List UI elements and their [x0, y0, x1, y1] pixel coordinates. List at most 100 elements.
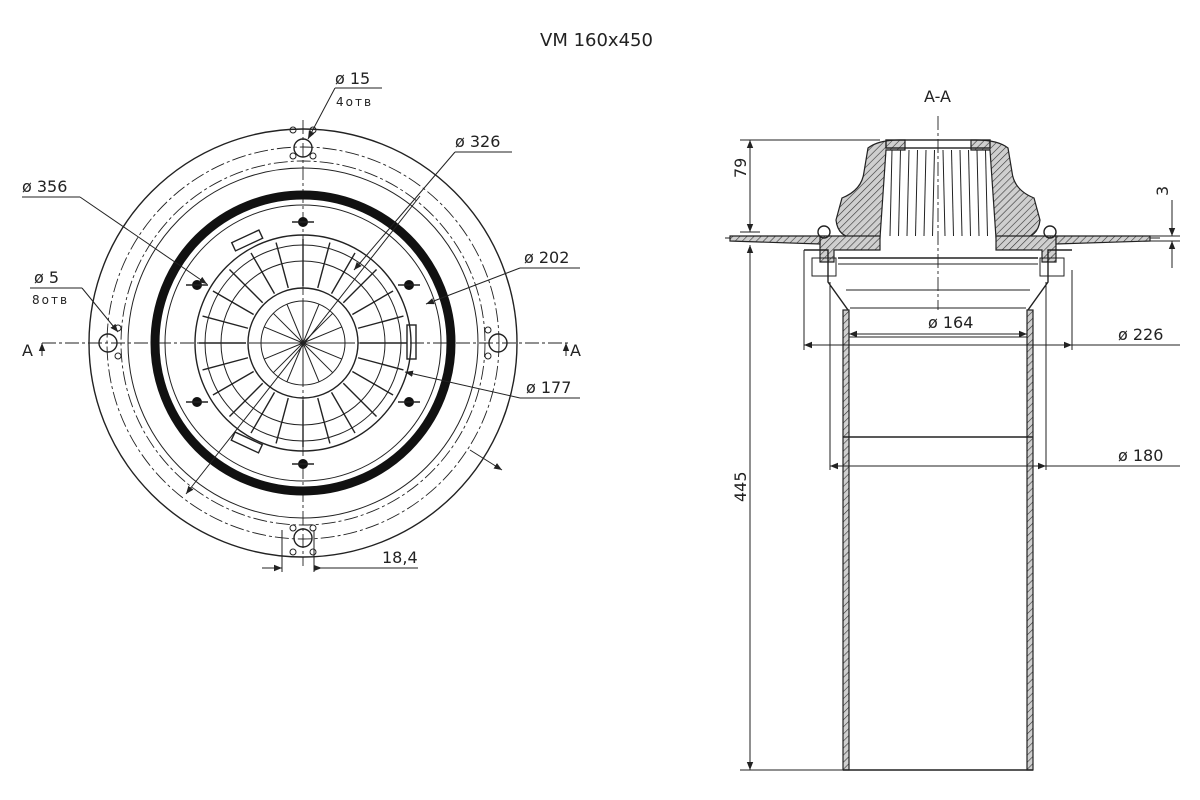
label-dia180: ø 180 [1118, 446, 1163, 465]
leader-dia15 [307, 87, 336, 140]
label-dia226: ø 226 [1118, 325, 1163, 344]
small-hole [289, 548, 297, 556]
dome-slots [889, 149, 988, 237]
grate-rib [228, 268, 264, 304]
hub-rib [272, 342, 304, 374]
section-mark-left: A [22, 341, 33, 360]
small-hole [484, 352, 492, 360]
grate-rib [202, 315, 249, 329]
ring-inner-edge [164, 204, 442, 482]
dome-slot [932, 149, 935, 237]
grate-rib [212, 370, 254, 396]
leader-dia177 [404, 370, 521, 399]
small-hole [114, 352, 122, 360]
dome-slot [923, 149, 927, 237]
hub-rib [302, 342, 334, 374]
grate-center-circle [247, 287, 359, 399]
grate-rib [202, 357, 249, 371]
small-hole [309, 548, 317, 556]
grate-rib [352, 290, 394, 316]
hub-rib [264, 342, 304, 360]
section-title: A-A [924, 87, 951, 106]
hub-rib [286, 342, 304, 382]
grate-rib [352, 370, 394, 396]
flange-left [729, 235, 821, 245]
grate-ribs [199, 239, 407, 447]
hub-rib [302, 342, 320, 382]
grate-rib [250, 392, 276, 434]
leader-dia326 [353, 151, 456, 271]
hub-rib [302, 342, 342, 360]
section-view: A-A 79 [725, 87, 1180, 771]
flange-right [1055, 235, 1151, 245]
bolt-hole-bottom [293, 528, 313, 548]
dome-slot [889, 149, 893, 237]
dome-slot [976, 149, 980, 237]
label-dia177: ø 177 [526, 378, 571, 397]
grate-rib [357, 315, 404, 329]
grate-rib [275, 397, 289, 444]
small-hole [309, 524, 317, 532]
grate-rib [317, 242, 331, 289]
small-hole [309, 152, 317, 160]
dome-slot [906, 149, 910, 237]
dome-slot [951, 149, 954, 237]
clamp-ring-section-left [819, 235, 881, 263]
slot-right [406, 324, 417, 360]
small-hole [484, 326, 492, 334]
bolt-hole-right [488, 333, 508, 353]
leader-dia356 [79, 196, 208, 285]
leader-dia202 [425, 267, 521, 305]
slot-top-left [230, 229, 264, 252]
clamp-lugs [186, 217, 420, 469]
dome-slot [985, 149, 988, 237]
grate-rib [330, 252, 356, 294]
grate-rib [342, 382, 378, 418]
hub-rib [264, 326, 304, 344]
label-3: 3 [1153, 186, 1172, 196]
grate-rib [250, 252, 276, 294]
bolt-left [817, 225, 831, 239]
label-dia326: ø 326 [455, 132, 500, 151]
pipe-wall-right [1026, 309, 1034, 771]
slot-bottom-left [230, 431, 264, 454]
small-hole [289, 152, 297, 160]
outer-flange-circle [88, 128, 518, 558]
dome-right-wall [970, 139, 1041, 239]
grate-rib [342, 268, 378, 304]
label-18-4: 18,4 [382, 548, 418, 567]
label-dia356: ø 356 [22, 177, 67, 196]
label-dia15: ø 15 [335, 69, 370, 88]
dome-top [885, 139, 991, 149]
label-dia164: ø 164 [928, 313, 973, 332]
dome-slot [942, 149, 946, 237]
section-mark-right: A [570, 341, 581, 360]
small-hole-circle [120, 160, 486, 526]
grate-rib [212, 290, 254, 316]
hub-rib [302, 304, 320, 344]
label-4holes: 4отв [336, 95, 373, 109]
dome-left-wall [835, 139, 906, 239]
dome-slot [898, 149, 901, 237]
grate-rib [357, 357, 404, 371]
hub-rib [302, 326, 342, 344]
bolt-hole-left [98, 333, 118, 353]
bolt-hole-top [293, 138, 313, 158]
grate-rib [275, 242, 289, 289]
small-hole [289, 524, 297, 532]
bolt-right [1043, 225, 1057, 239]
grate-outer-circle [194, 234, 412, 452]
drawing-title: VM 160x450 [540, 30, 653, 51]
grate-rib [330, 392, 356, 434]
label-445: 445 [731, 471, 750, 502]
leader-dia5 [81, 287, 119, 333]
dome-slot [915, 149, 918, 237]
small-hole [289, 126, 297, 134]
grate-hub-ribs [261, 301, 345, 385]
label-8holes: 8отв [32, 293, 69, 307]
flange-inner-circle [127, 167, 479, 519]
dome-slot [959, 149, 963, 237]
hub-rib [272, 312, 304, 344]
label-dia202: ø 202 [524, 248, 569, 267]
